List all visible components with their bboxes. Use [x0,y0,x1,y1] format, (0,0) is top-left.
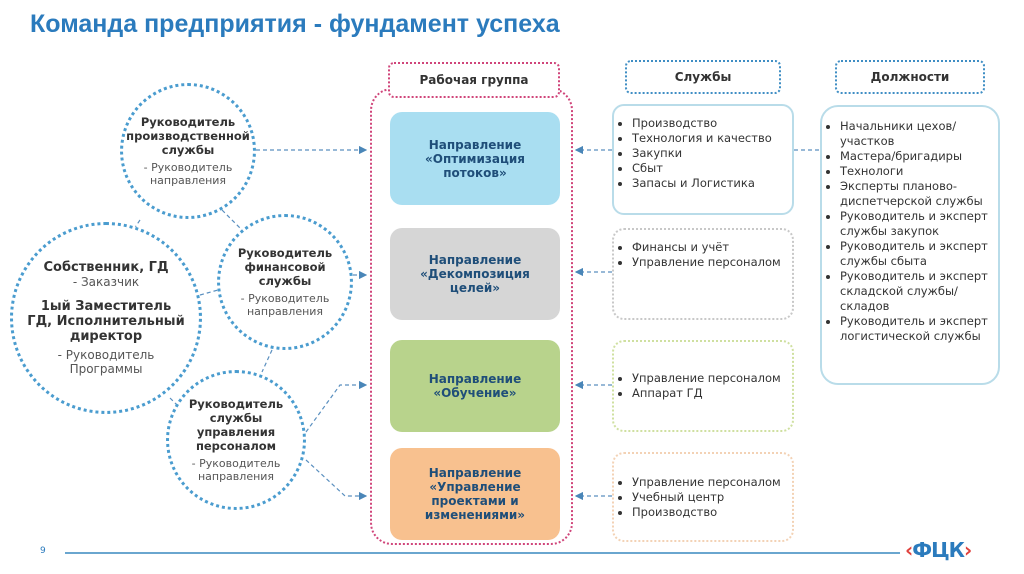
direction-training: Направление «Обучение» [390,340,560,432]
list-item: Производство [632,505,786,520]
direction-project-management: Направление «Управление проектами и изме… [390,448,560,540]
positions-header: Должности [835,60,985,94]
list-item: Начальники цехов/участков [840,119,992,149]
list-item: Аппарат ГД [632,386,786,401]
role-title: Собственник, ГД [43,260,169,275]
role-owner: Собственник, ГД- Заказчик 1ый Заместител… [10,222,202,414]
list-item: Запасы и Логистика [632,176,786,191]
role-subtitle: - Руководитель направления [191,457,281,483]
logo-text: ФЦК [912,538,965,562]
list-item: Руководитель и эксперт логистической слу… [840,314,992,344]
list-item: Управление персоналом [632,371,786,386]
workgroup-header: Рабочая группа [388,62,560,98]
services-header: Службы [625,60,781,94]
list-item: Управление персоналом [632,475,786,490]
positions-list: Начальники цехов/участковМастера/бригади… [820,105,1000,385]
role-title: Руководитель производственной службы [126,115,250,157]
services-group-4: Управление персоналомУчебный центрПроизв… [612,452,794,542]
role-finance-head: Руководитель финансовой службы - Руководи… [217,214,353,350]
role-hr-head: Руководитель службы управления персонало… [166,370,306,510]
slide-title: Команда предприятия - фундамент успеха [30,10,560,38]
services-group-2: Финансы и учётУправление персоналом [612,228,794,320]
list-item: Сбыт [632,161,786,176]
list-item: Закупки [632,146,786,161]
page-number: 9 [40,546,46,556]
list-item: Руководитель и эксперт службы закупок [840,209,992,239]
role-title: Руководитель службы управления персонало… [188,397,284,453]
list-item: Управление персоналом [632,255,786,270]
role-subtitle: - Руководитель Программы [57,348,155,376]
role-production-head: Руководитель производственной службы - Ру… [120,83,256,219]
role-subtitle: - Руководитель направления [143,161,233,187]
list-item: Учебный центр [632,490,786,505]
role-title: 1ый Заместитель ГД, Исполнительный дирек… [27,299,185,344]
services-group-1: ПроизводствоТехнология и качествоЗакупки… [612,104,794,215]
list-item: Технология и качество [632,131,786,146]
services-group-3: Управление персоналомАппарат ГД [612,340,794,432]
arrow-hr-training [305,380,368,433]
list-item: Финансы и учёт [632,240,786,255]
list-item: Производство [632,116,786,131]
list-item: Мастера/бригадиры [840,149,992,164]
role-title: Руководитель финансовой службы [237,246,333,288]
direction-goal-decomposition: Направление «Декомпозиция целей» [390,228,560,320]
direction-flow-optimization: Направление «Оптимизация потоков» [390,112,560,205]
arrow-hr-projects [305,459,368,501]
list-item: Руководитель и эксперт службы сбыта [840,239,992,269]
list-item: Технологи [840,164,992,179]
company-logo: ‹ФЦК› [905,538,972,562]
role-subtitle: - Руководитель направления [240,292,330,318]
list-item: Руководитель и эксперт складской службы/… [840,269,992,314]
list-item: Эксперты планово-диспетчерской службы [840,179,992,209]
role-subtitle: - Заказчик [72,275,140,289]
